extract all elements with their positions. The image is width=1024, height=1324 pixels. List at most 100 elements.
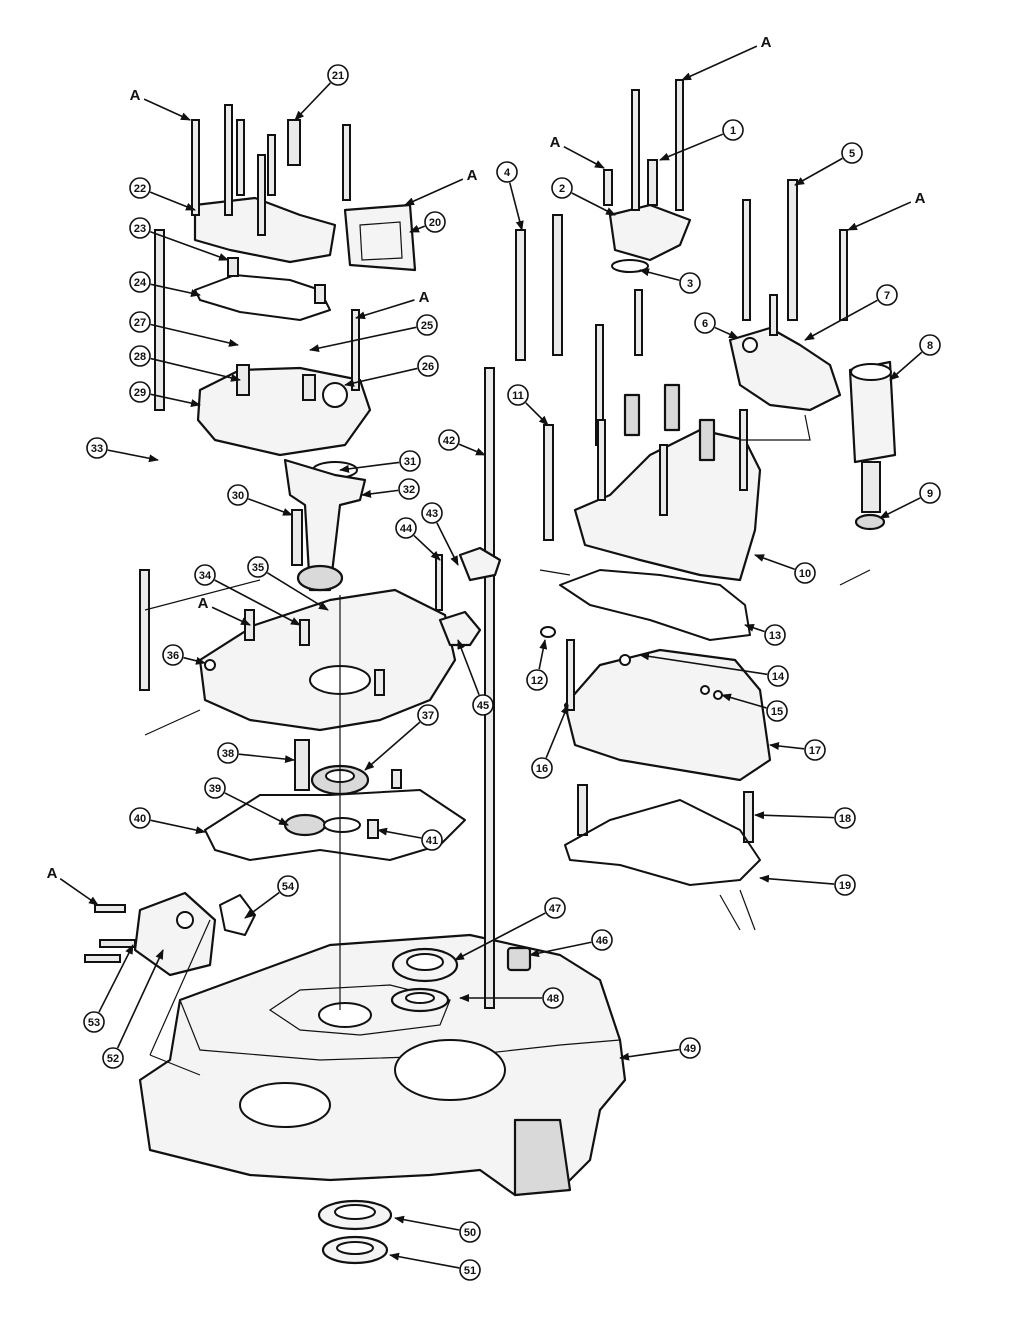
side-cover [84, 891, 256, 977]
callout-leader-arrow [150, 819, 206, 835]
right-rod-a [515, 229, 526, 361]
callout-leader-arrow [339, 461, 400, 473]
callout-a-arrow [404, 178, 464, 206]
callout-number: 10 [799, 568, 811, 580]
callout-number: 47 [549, 903, 561, 915]
callout-number: 36 [167, 650, 179, 662]
filter-tube [848, 360, 897, 531]
callout-number: 12 [531, 675, 543, 687]
callout-a-label: A [47, 865, 58, 882]
callout-number: 26 [422, 361, 434, 373]
callout-a-arrow [143, 98, 191, 121]
bottom-seal [321, 1235, 389, 1265]
callout-number: 40 [134, 813, 146, 825]
callout-circle [162, 644, 184, 666]
callout-circle [841, 142, 863, 164]
callout-number: 34 [199, 570, 212, 582]
callout-21: 21 [294, 64, 349, 121]
callout-number: 21 [332, 70, 344, 82]
callout-leader-arrow [150, 231, 229, 261]
callout-a-arrow [59, 878, 99, 906]
callout-number: 5 [849, 148, 855, 160]
callout-number: 35 [252, 562, 264, 574]
callout-number: 54 [282, 881, 295, 893]
callout-a-arrow [355, 299, 415, 320]
callout-47: 47 [454, 897, 566, 961]
callout-7: 7 [804, 284, 898, 341]
callout-a-label: A [761, 34, 772, 51]
callout-a-arrow [847, 201, 912, 231]
callout-circle [129, 381, 151, 403]
callout-circle [277, 875, 299, 897]
callout-leader-arrow [150, 323, 239, 347]
callout-16: 16 [531, 704, 569, 779]
right-lower-body [563, 639, 772, 782]
callout-leader-arrow [248, 498, 293, 516]
callout-a-6: A [847, 190, 926, 231]
callout-36: 36 [162, 644, 206, 666]
callout-circle [227, 484, 249, 506]
main-housing [138, 933, 627, 1197]
callout-23: 23 [129, 217, 229, 261]
callout-circle [194, 564, 216, 586]
callout-a-label: A [130, 87, 141, 104]
callout-leader-arrow [244, 891, 280, 919]
callout-circle [129, 807, 151, 829]
callout-leader-arrow [183, 656, 206, 665]
callout-number: 33 [91, 443, 103, 455]
callout-number: 18 [839, 813, 851, 825]
callout-leader-arrow [150, 357, 241, 382]
callout-50: 50 [394, 1215, 481, 1243]
callout-circle [542, 987, 564, 1009]
callout-circle [496, 161, 518, 183]
callout-number: 27 [134, 317, 146, 329]
bottom-bearing [317, 1199, 393, 1231]
callout-circle [722, 119, 744, 141]
callout-number: 6 [702, 318, 708, 330]
callout-leader-arrow [639, 268, 680, 282]
callout-number: 37 [422, 710, 434, 722]
callout-13: 13 [744, 624, 786, 646]
callout-number: 42 [443, 435, 455, 447]
callout-leader-arrow [98, 944, 134, 1013]
callout-leader-arrow [571, 192, 616, 216]
callout-leader-arrow [525, 402, 549, 426]
callout-number: 44 [400, 523, 413, 535]
callout-a-arrow [563, 145, 605, 169]
callout-leader-arrow [744, 624, 765, 633]
callout-52: 52 [102, 949, 164, 1069]
callout-a-2: A [130, 87, 191, 121]
left-mid-plate [198, 588, 457, 732]
callout-number: 45 [477, 700, 489, 712]
callout-circle [102, 1047, 124, 1069]
callout-leader-arrow [759, 874, 835, 885]
callout-circle [551, 177, 573, 199]
callout-a-label: A [915, 190, 926, 207]
callout-41: 41 [377, 827, 443, 851]
callout-number: 13 [769, 630, 781, 642]
callout-number: 2 [559, 183, 565, 195]
callout-number: 41 [426, 835, 438, 847]
callout-number: 29 [134, 387, 146, 399]
callout-leader-arrow [107, 449, 159, 463]
sleeve-assembly [283, 458, 367, 592]
right-rod-e [742, 199, 751, 321]
callout-circle [438, 429, 460, 451]
callout-number: 14 [772, 671, 785, 683]
callout-circle [764, 624, 786, 646]
callout-15: 15 [721, 693, 788, 722]
callout-number: 20 [429, 217, 441, 229]
callout-20: 20 [409, 211, 446, 233]
callout-leader-arrow [889, 351, 923, 381]
callout-51: 51 [389, 1252, 481, 1281]
callout-34: 34 [194, 564, 301, 626]
callout-number: 11 [512, 390, 524, 402]
callout-circle [694, 312, 716, 334]
callout-circle [129, 217, 151, 239]
callout-number: 32 [403, 484, 415, 496]
callout-54: 54 [244, 875, 299, 919]
callout-37: 37 [364, 704, 439, 771]
callout-circle [129, 345, 151, 367]
callout-25: 25 [309, 314, 438, 353]
